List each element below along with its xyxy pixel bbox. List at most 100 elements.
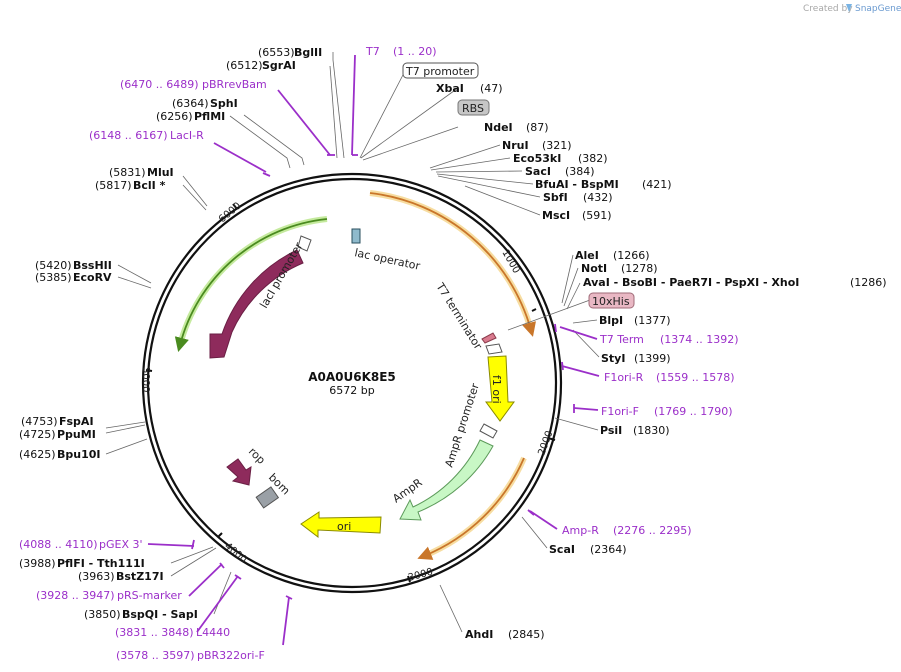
- lac-operator-box: [351, 228, 361, 244]
- rop-label: rop: [246, 445, 268, 467]
- site-name-bglii: BglII: [294, 46, 322, 59]
- primer-range-l4440: (3831 .. 3848): [115, 626, 194, 639]
- site-pos-bspqi: (3850): [84, 608, 121, 621]
- site-pos-ahdi: (2845): [508, 628, 545, 641]
- site-pos-alei: (1266): [613, 249, 650, 262]
- primer-range-t7-term: (1374 .. 1392): [660, 333, 739, 346]
- site-pos-eco53ki: (382): [578, 152, 608, 165]
- site-name-sbfi: SbfI: [543, 191, 568, 204]
- site-name-bpu10i: Bpu10I: [57, 448, 101, 461]
- site-pos-bsshii: (5420): [35, 259, 72, 272]
- site-name-bspqi: BspQI - SapI: [122, 608, 198, 621]
- t7-promoter-label: T7 promoter: [405, 65, 475, 78]
- primer-name-pbr322ori-f: pBR322ori-F: [197, 649, 265, 662]
- site-pos-ndei: (87): [526, 121, 549, 134]
- site-name-scai: ScaI: [549, 543, 575, 556]
- site-pos-nrui: (321): [542, 139, 572, 152]
- site-pos-msci: (591): [582, 209, 612, 222]
- snapgene-logo-icon: [846, 4, 852, 12]
- primer-name-pgex3: pGEX 3': [99, 538, 143, 551]
- primer-range-prs-marker: (3928 .. 3947): [36, 589, 115, 602]
- primer-range-t7: (1 .. 20): [393, 45, 437, 58]
- site-pos-xbai: (47): [480, 82, 503, 95]
- site-pos-fspai: (4753): [21, 415, 58, 428]
- plasmid-name: A0A0U6K8E5: [308, 370, 396, 384]
- plasmid-length: 6572 bp: [329, 384, 374, 397]
- rbs-label: RBS: [462, 102, 484, 115]
- site-pos-ecorv: (5385): [35, 271, 72, 284]
- t7-terminator-label: T7 terminator: [433, 280, 485, 352]
- credit-text: Created by: [803, 4, 853, 14]
- ampr-promoter-box: [479, 423, 498, 439]
- t7-terminator-arrow: [481, 332, 497, 344]
- primer-markers: [147, 54, 600, 646]
- primer-name-t7: T7: [365, 45, 380, 58]
- laci-feature-arrow: [209, 249, 304, 359]
- site-name-blpi: BlpI: [599, 314, 623, 327]
- site-pos-mlui: (5831): [109, 166, 146, 179]
- primer-name-pbrrevbam: pBRrevBam: [202, 78, 267, 91]
- site-name-pflfi: PflFI - Tth111I: [57, 557, 145, 570]
- laci-promoter-arrow: [297, 235, 312, 252]
- brand-text: SnapGene: [855, 4, 901, 14]
- tick-5000: [145, 369, 153, 372]
- site-pos-ppumi: (4725): [19, 428, 56, 441]
- primer-range-pbr322ori-f: (3578 .. 3597): [116, 649, 195, 662]
- tick-3000: [407, 575, 411, 583]
- site-pos-sbfi: (432): [583, 191, 613, 204]
- tick-2000: [547, 437, 556, 441]
- primer-range-pbrrevbam: (6470 .. 6489): [120, 78, 199, 91]
- site-pos-sphi: (6364): [172, 97, 209, 110]
- orange-arc-top-line: [369, 192, 536, 337]
- rop-arrow: [226, 458, 252, 486]
- site-name-bsshii: BssHII: [73, 259, 112, 272]
- site-name-ppumi: PpuMI: [57, 428, 96, 441]
- primer-name-prs-marker: pRS-marker: [117, 589, 182, 602]
- tick-1000: [531, 308, 537, 312]
- rbs-box: [457, 99, 490, 116]
- site-pos-bcli: (5817): [95, 179, 132, 192]
- site-pos-styi: (1399): [634, 352, 671, 365]
- site-name-noti: NotI: [581, 262, 607, 275]
- his-tag-box: [588, 292, 635, 309]
- site-name-pflmi: PflMI: [194, 110, 225, 123]
- backbone-circle: [141, 172, 563, 594]
- site-name-bstz17i: BstZ17I: [116, 570, 164, 583]
- site-name-sphi: SphI: [210, 97, 238, 110]
- tick-4000: [217, 532, 223, 538]
- site-name-mlui: MluI: [147, 166, 174, 179]
- site-pos-pflfi: (3988): [19, 557, 56, 570]
- site-name-avai: AvaI - BsoBI - PaeR7I - PspXI - XhoI: [583, 276, 799, 289]
- site-name-bfuai: BfuAI - BspMI: [535, 178, 619, 191]
- tick-marks: [145, 203, 556, 583]
- site-name-eco53ki: Eco53kI: [513, 152, 561, 165]
- site-name-nrui: NruI: [502, 139, 529, 152]
- t7-promoter-box: [402, 62, 479, 79]
- site-pos-bfuai: (421): [642, 178, 672, 191]
- tick-label-5000: 5000: [140, 367, 151, 392]
- site-name-bcli: BclI *: [133, 179, 166, 192]
- site-name-msci: MscI: [542, 209, 570, 222]
- site-pos-sgrai: (6512): [226, 59, 263, 72]
- site-pos-avai: (1286): [850, 276, 887, 289]
- primer-range-laci-r: (6148 .. 6167): [89, 129, 168, 142]
- site-pos-bpu10i: (4625): [19, 448, 56, 461]
- site-pos-saci: (384): [565, 165, 595, 178]
- site-name-ahdi: AhdI: [465, 628, 493, 641]
- primer-name-f1ori-f: F1ori-F: [601, 405, 639, 418]
- primer-range-f1ori-f: (1769 .. 1790): [654, 405, 733, 418]
- site-name-ecorv: EcoRV: [73, 271, 112, 284]
- site-pos-noti: (1278): [621, 262, 658, 275]
- promoter-box-a: [485, 343, 503, 355]
- site-pos-psii: (1830): [633, 424, 670, 437]
- primer-name-l4440: L4440: [196, 626, 230, 639]
- his-tag-label: 10xHis: [592, 295, 630, 308]
- ori-arrow: [300, 511, 382, 539]
- site-pos-blpi: (1377): [634, 314, 671, 327]
- site-name-fspai: FspAI: [59, 415, 94, 428]
- primer-range-f1ori-r: (1559 .. 1578): [656, 371, 735, 384]
- tick-label-4000: 4000: [222, 541, 249, 566]
- lac-operator-label: lac operator: [353, 246, 421, 273]
- site-pos-bglii: (6553): [258, 46, 295, 59]
- bom-box: [255, 486, 280, 509]
